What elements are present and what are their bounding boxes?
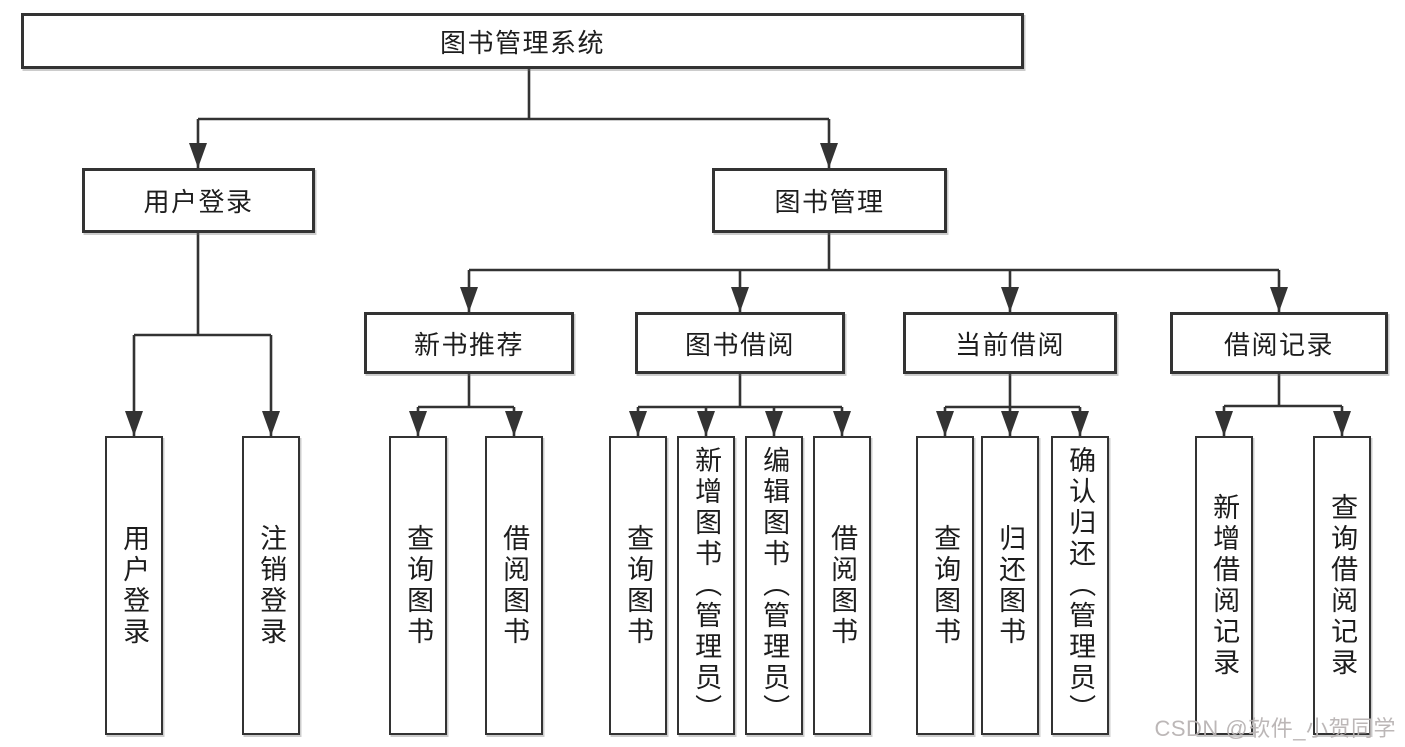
- leaf-label: 查询图书: [623, 523, 654, 648]
- node-user-login: 用户登录: [82, 168, 315, 233]
- leaf-label: 确认归还（管理员）: [1065, 446, 1096, 725]
- leaf-label: 注销登录: [256, 523, 287, 648]
- leaf-query-books-borrow: 查询图书: [609, 436, 667, 735]
- leaf-label: 查询图书: [403, 523, 434, 648]
- leaf-edit-books-admin: 编辑图书（管理员）: [745, 436, 803, 735]
- csdn-watermark: CSDN @软件_小贺同学: [1154, 716, 1396, 741]
- leaf-label: 借阅图书: [827, 523, 858, 648]
- leaf-confirm-return-admin: 确认归还（管理员）: [1051, 436, 1109, 735]
- node-book-management: 图书管理: [712, 168, 947, 233]
- leaf-label: 编辑图书（管理员）: [759, 446, 790, 725]
- leaf-label: 查询借阅记录: [1327, 492, 1358, 679]
- node-book-borrowing: 图书借阅: [635, 312, 845, 374]
- leaf-query-books-recommend: 查询图书: [389, 436, 447, 735]
- leaf-label: 新增图书（管理员）: [691, 446, 722, 725]
- node-library-management-system: 图书管理系统: [21, 13, 1024, 69]
- node-borrowing-records: 借阅记录: [1170, 312, 1388, 374]
- leaf-query-books-current: 查询图书: [916, 436, 974, 735]
- leaf-label: 查询图书: [930, 523, 961, 648]
- leaf-label: 借阅图书: [499, 523, 530, 648]
- leaf-borrow-books-recommend: 借阅图书: [485, 436, 543, 735]
- node-current-borrowing: 当前借阅: [903, 312, 1117, 374]
- node-new-book-recommendation: 新书推荐: [364, 312, 574, 374]
- leaf-label: 用户登录: [119, 523, 150, 648]
- leaf-label: 新增借阅记录: [1209, 492, 1240, 679]
- leaf-add-borrow-record: 新增借阅记录: [1195, 436, 1253, 735]
- leaf-query-borrow-record: 查询借阅记录: [1313, 436, 1371, 735]
- leaf-logout: 注销登录: [242, 436, 300, 735]
- leaf-user-login: 用户登录: [105, 436, 163, 735]
- leaf-borrow-books: 借阅图书: [813, 436, 871, 735]
- leaf-label: 归还图书: [995, 523, 1026, 648]
- leaf-return-books: 归还图书: [981, 436, 1039, 735]
- leaf-add-books-admin: 新增图书（管理员）: [677, 436, 735, 735]
